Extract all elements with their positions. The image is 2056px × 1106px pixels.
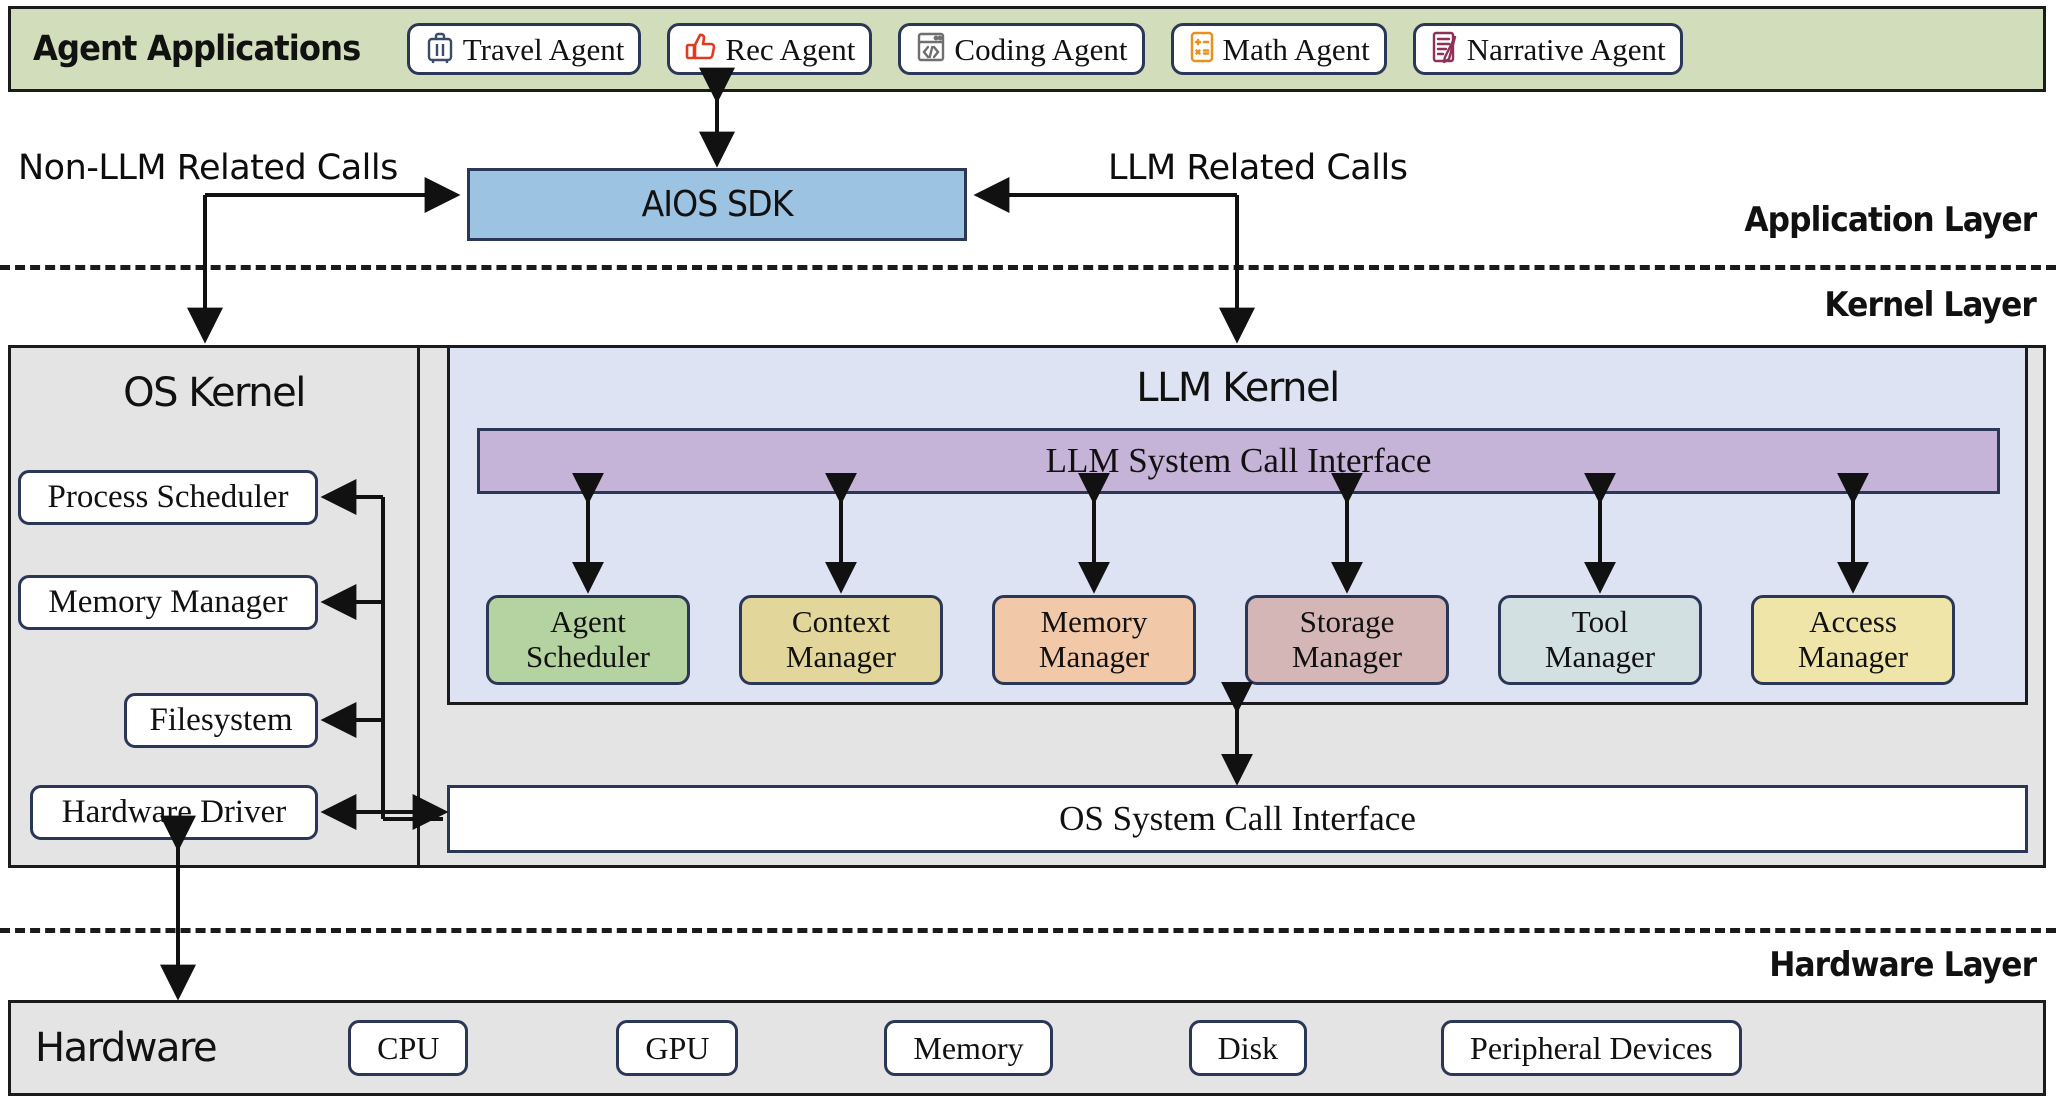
suitcase-icon (424, 30, 456, 69)
agent-chip-label: Narrative Agent (1466, 31, 1666, 67)
manager-tool-manager[interactable]: Tool Manager (1498, 595, 1702, 685)
notepad-pen-icon (1430, 30, 1460, 69)
manager-label-line2: Manager (1038, 639, 1150, 674)
application-layer-label: Application Layer (1744, 200, 2037, 240)
hardware-layer-label: Hardware Layer (1769, 945, 2037, 985)
aios-sdk-box[interactable]: AIOS SDK (467, 168, 967, 241)
agent-chip-travel[interactable]: Travel Agent (406, 23, 642, 75)
calculator-icon (1188, 30, 1216, 69)
manager-context-manager[interactable]: Context Manager (739, 595, 943, 685)
os-system-call-interface[interactable]: OS System Call Interface (447, 785, 2028, 853)
llm-syscall-label: LLM System Call Interface (1045, 441, 1432, 480)
hardware-chip-label: Disk (1217, 1029, 1279, 1066)
manager-label-line2: Manager (1544, 639, 1656, 674)
code-window-icon (915, 30, 947, 69)
thumbs-up-icon (684, 30, 718, 69)
os-item-label: Hardware Driver (61, 794, 287, 830)
agent-chip-narrative[interactable]: Narrative Agent (1412, 23, 1683, 75)
manager-label-line1: Agent (550, 604, 626, 640)
agent-chip-rec[interactable]: Rec Agent (667, 23, 873, 75)
llm-calls-label: LLM Related Calls (1108, 148, 1408, 188)
hardware-chip-label: Peripheral Devices (1470, 1029, 1713, 1066)
non-llm-calls-label: Non-LLM Related Calls (18, 148, 398, 188)
hardware-chip-peripheral-devices[interactable]: Peripheral Devices (1441, 1020, 1742, 1076)
os-item-hardware-driver[interactable]: Hardware Driver (30, 785, 318, 840)
os-item-memory-manager[interactable]: Memory Manager (18, 575, 318, 630)
manager-label-line1: Storage (1299, 604, 1395, 640)
os-item-label: Filesystem (149, 702, 293, 738)
agent-chip-math[interactable]: Math Agent (1170, 23, 1387, 75)
agent-chip-label: Coding Agent (954, 31, 1128, 67)
manager-memory-manager[interactable]: Memory Manager (992, 595, 1196, 685)
hardware-chip-label: GPU (645, 1029, 710, 1066)
manager-storage-manager[interactable]: Storage Manager (1245, 595, 1449, 685)
llm-kernel-title: LLM Kernel (1136, 365, 1340, 411)
os-item-filesystem[interactable]: Filesystem (124, 693, 318, 748)
manager-label-line1: Context (791, 604, 891, 640)
os-item-label: Process Scheduler (47, 479, 289, 515)
llm-system-call-interface[interactable]: LLM System Call Interface (477, 428, 2000, 494)
os-item-label: Memory Manager (48, 584, 288, 620)
manager-label-line2: Manager (1797, 639, 1909, 674)
manager-label-line1: Tool (1571, 604, 1629, 640)
manager-label-line2: Manager (785, 639, 897, 674)
agent-applications-band: Agent Applications Travel Agent Rec Ag (8, 6, 2046, 92)
manager-access-manager[interactable]: Access Manager (1751, 595, 1955, 685)
kernel-layer-label: Kernel Layer (1824, 285, 2037, 325)
agent-chip-row: Travel Agent Rec Agent (406, 23, 1683, 75)
hardware-chip-label: CPU (377, 1029, 440, 1066)
aios-sdk-label: AIOS SDK (641, 184, 794, 225)
hardware-chip-label: Memory (913, 1029, 1024, 1066)
application-kernel-divider (0, 265, 2056, 270)
hardware-band: Hardware CPU GPU Memory Disk Peripheral … (8, 1000, 2046, 1096)
manager-agent-scheduler[interactable]: Agent Scheduler (486, 595, 690, 685)
agent-chip-coding[interactable]: Coding Agent (898, 23, 1145, 75)
agent-applications-title: Agent Applications (33, 29, 361, 69)
os-syscall-label: OS System Call Interface (1059, 799, 1416, 838)
agent-chip-label: Rec Agent (725, 31, 856, 67)
os-kernel-title: OS Kernel (123, 370, 306, 416)
manager-label-line1: Memory (1040, 604, 1148, 640)
hardware-chip-memory[interactable]: Memory (884, 1020, 1053, 1076)
manager-label-line1: Access (1809, 604, 1897, 640)
hardware-chip-cpu[interactable]: CPU (348, 1020, 469, 1076)
hardware-title: Hardware (35, 1025, 218, 1071)
agent-chip-label: Travel Agent (462, 31, 625, 67)
hardware-chip-gpu[interactable]: GPU (616, 1020, 739, 1076)
manager-label-line2: Scheduler (526, 639, 650, 674)
hardware-chip-disk[interactable]: Disk (1188, 1020, 1308, 1076)
manager-label-line2: Manager (1291, 639, 1403, 674)
kernel-hardware-divider (0, 928, 2056, 933)
os-item-process-scheduler[interactable]: Process Scheduler (18, 470, 318, 525)
hardware-chip-row: CPU GPU Memory Disk Peripheral Devices (220, 1020, 1742, 1076)
agent-chip-label: Math Agent (1222, 31, 1370, 67)
